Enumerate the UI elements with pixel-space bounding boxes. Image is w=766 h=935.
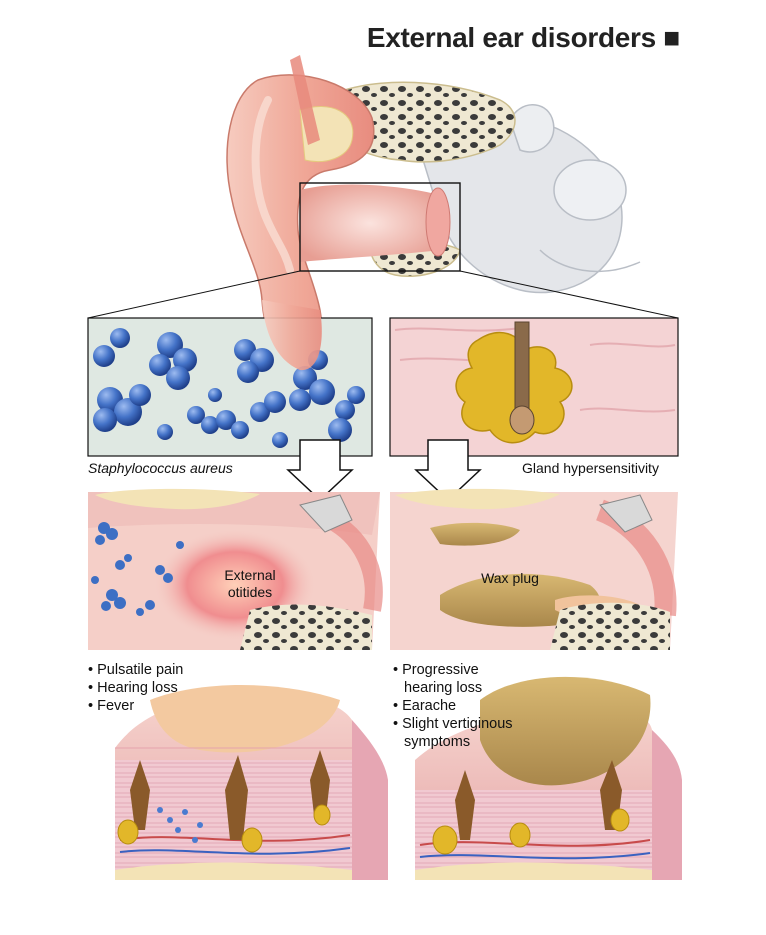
panel-bacteria bbox=[87, 300, 373, 457]
sebaceous-gland bbox=[455, 331, 573, 444]
zoom-box bbox=[299, 182, 461, 272]
hair-follicle bbox=[509, 321, 535, 435]
caption-staphylococcus: Staphylococcus aureus bbox=[88, 460, 233, 476]
symptom-item: Fever bbox=[88, 697, 183, 715]
label-external-otitides-line: External bbox=[224, 567, 276, 583]
symptom-item-continued: hearing loss bbox=[404, 680, 483, 696]
page-title: External ear disorders ■ bbox=[366, 22, 680, 53]
symptoms-left: Pulsatile pain Hearing loss Fever bbox=[88, 661, 183, 715]
symptom-item: Earache bbox=[393, 697, 513, 715]
symptom-item: Progressive bbox=[393, 661, 513, 679]
arrow-left bbox=[286, 439, 354, 502]
canal-infected bbox=[88, 488, 383, 650]
symptom-item: Hearing loss bbox=[88, 679, 183, 697]
label-external-otitides-line: otitides bbox=[227, 584, 273, 600]
panel-gland bbox=[389, 317, 679, 457]
eardrum bbox=[425, 187, 451, 257]
symptom-item-continued: symptoms bbox=[404, 734, 471, 750]
ear-cross-section bbox=[87, 55, 679, 371]
skin-block-wax bbox=[415, 676, 682, 880]
inner-ear bbox=[419, 104, 641, 294]
symptom-item: Pulsatile pain bbox=[88, 661, 183, 679]
label-wax-plug: Wax plug bbox=[481, 570, 539, 586]
caption-gland-hypersensitivity: Gland hypersensitivity bbox=[522, 460, 659, 476]
arrow-right bbox=[414, 439, 482, 502]
canal-wax bbox=[390, 488, 678, 650]
symptom-item: Slight vertiginous bbox=[393, 715, 512, 733]
bacteria-cluster bbox=[93, 328, 365, 448]
skin-block-infected bbox=[115, 685, 388, 880]
ear-canal bbox=[300, 184, 440, 262]
temporal-bone bbox=[329, 81, 516, 163]
symptoms-right: Progressive hearing loss Earache Slight … bbox=[393, 661, 513, 751]
label-external-otitides: External otitides bbox=[205, 567, 295, 601]
